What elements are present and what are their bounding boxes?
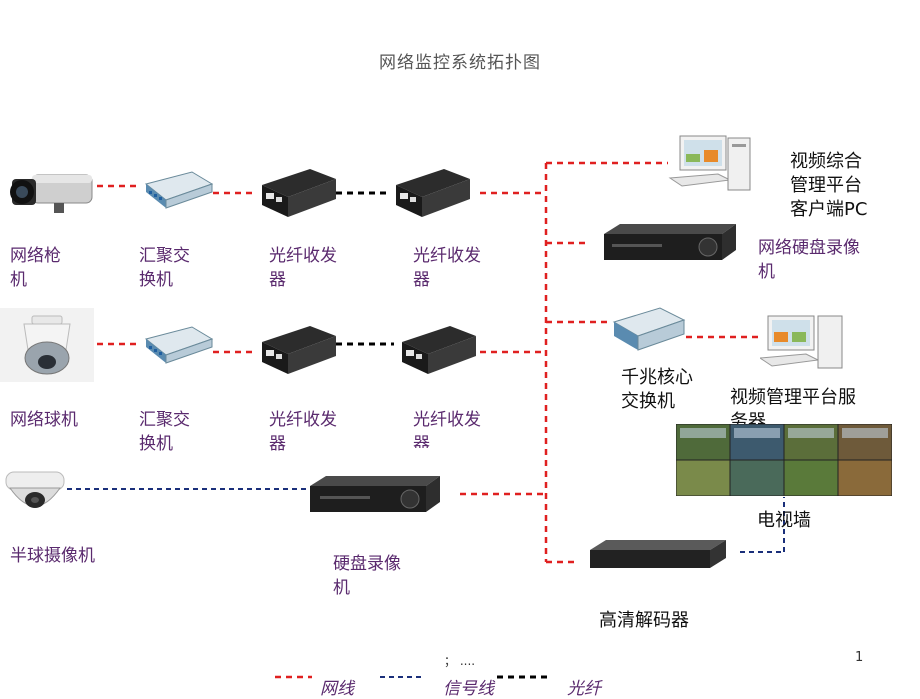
fiber-label-row2-b: 光纤收发器 xyxy=(413,410,481,448)
server-label: 视频管理平台服务器 xyxy=(730,387,856,424)
tv-wall-label: 电视墙 xyxy=(757,510,811,531)
legend-fiber-label: 光纤 xyxy=(567,679,601,699)
dvr-icon xyxy=(310,476,440,512)
fiber-transceiver-icon-row2-a xyxy=(262,326,336,374)
decoder-label: 高清解码器 xyxy=(599,610,689,631)
dvr-label: 硬盘录像机 xyxy=(333,554,401,598)
diagram-title: 网络监控系统拓扑图 xyxy=(379,53,541,73)
fiber-label-row2-a: 光纤收发器 xyxy=(269,410,337,454)
bullet-camera-label: 网络枪机 xyxy=(10,246,61,290)
half-dome-camera-icon xyxy=(5,471,65,508)
core-switch-label: 千兆核心交换机 xyxy=(621,367,693,412)
tv-wall-icon xyxy=(676,424,892,496)
switch-label-row1: 汇聚交换机 xyxy=(139,246,190,290)
footnote: ； .... xyxy=(444,654,476,668)
fiber-transceiver-icon-row2-b xyxy=(402,326,476,374)
fiber-label-row1-b: 光纤收发器 xyxy=(413,246,481,290)
core-switch-icon xyxy=(612,307,686,351)
bullet-camera-icon xyxy=(10,174,93,213)
dome-camera-label: 网络球机 xyxy=(10,410,78,430)
page-number: 1 xyxy=(855,650,864,665)
server-pc-icon xyxy=(760,315,843,369)
nvr-icon xyxy=(604,224,736,260)
nvr-label: 网络硬盘录像机 xyxy=(758,238,860,282)
decoder-icon xyxy=(590,540,726,568)
client-pc-label: 视频综合管理平台客户端PC xyxy=(790,151,868,220)
fiber-label-row1-a: 光纤收发器 xyxy=(269,246,337,290)
legend-signal-label: 信号线 xyxy=(443,679,494,699)
fiber-transceiver-icon-row1-b xyxy=(396,169,470,217)
switch-icon-row2 xyxy=(144,326,214,364)
half-dome-camera-label: 半球摄像机 xyxy=(10,546,95,566)
legend-network-label: 网线 xyxy=(320,679,354,699)
switch-icon-row1 xyxy=(144,171,214,209)
dome-camera-icon xyxy=(23,315,71,375)
switch-label-row2: 汇聚交换机 xyxy=(139,410,190,454)
fiber-transceiver-icon-row1-a xyxy=(262,169,336,217)
client-pc-icon xyxy=(668,135,751,191)
